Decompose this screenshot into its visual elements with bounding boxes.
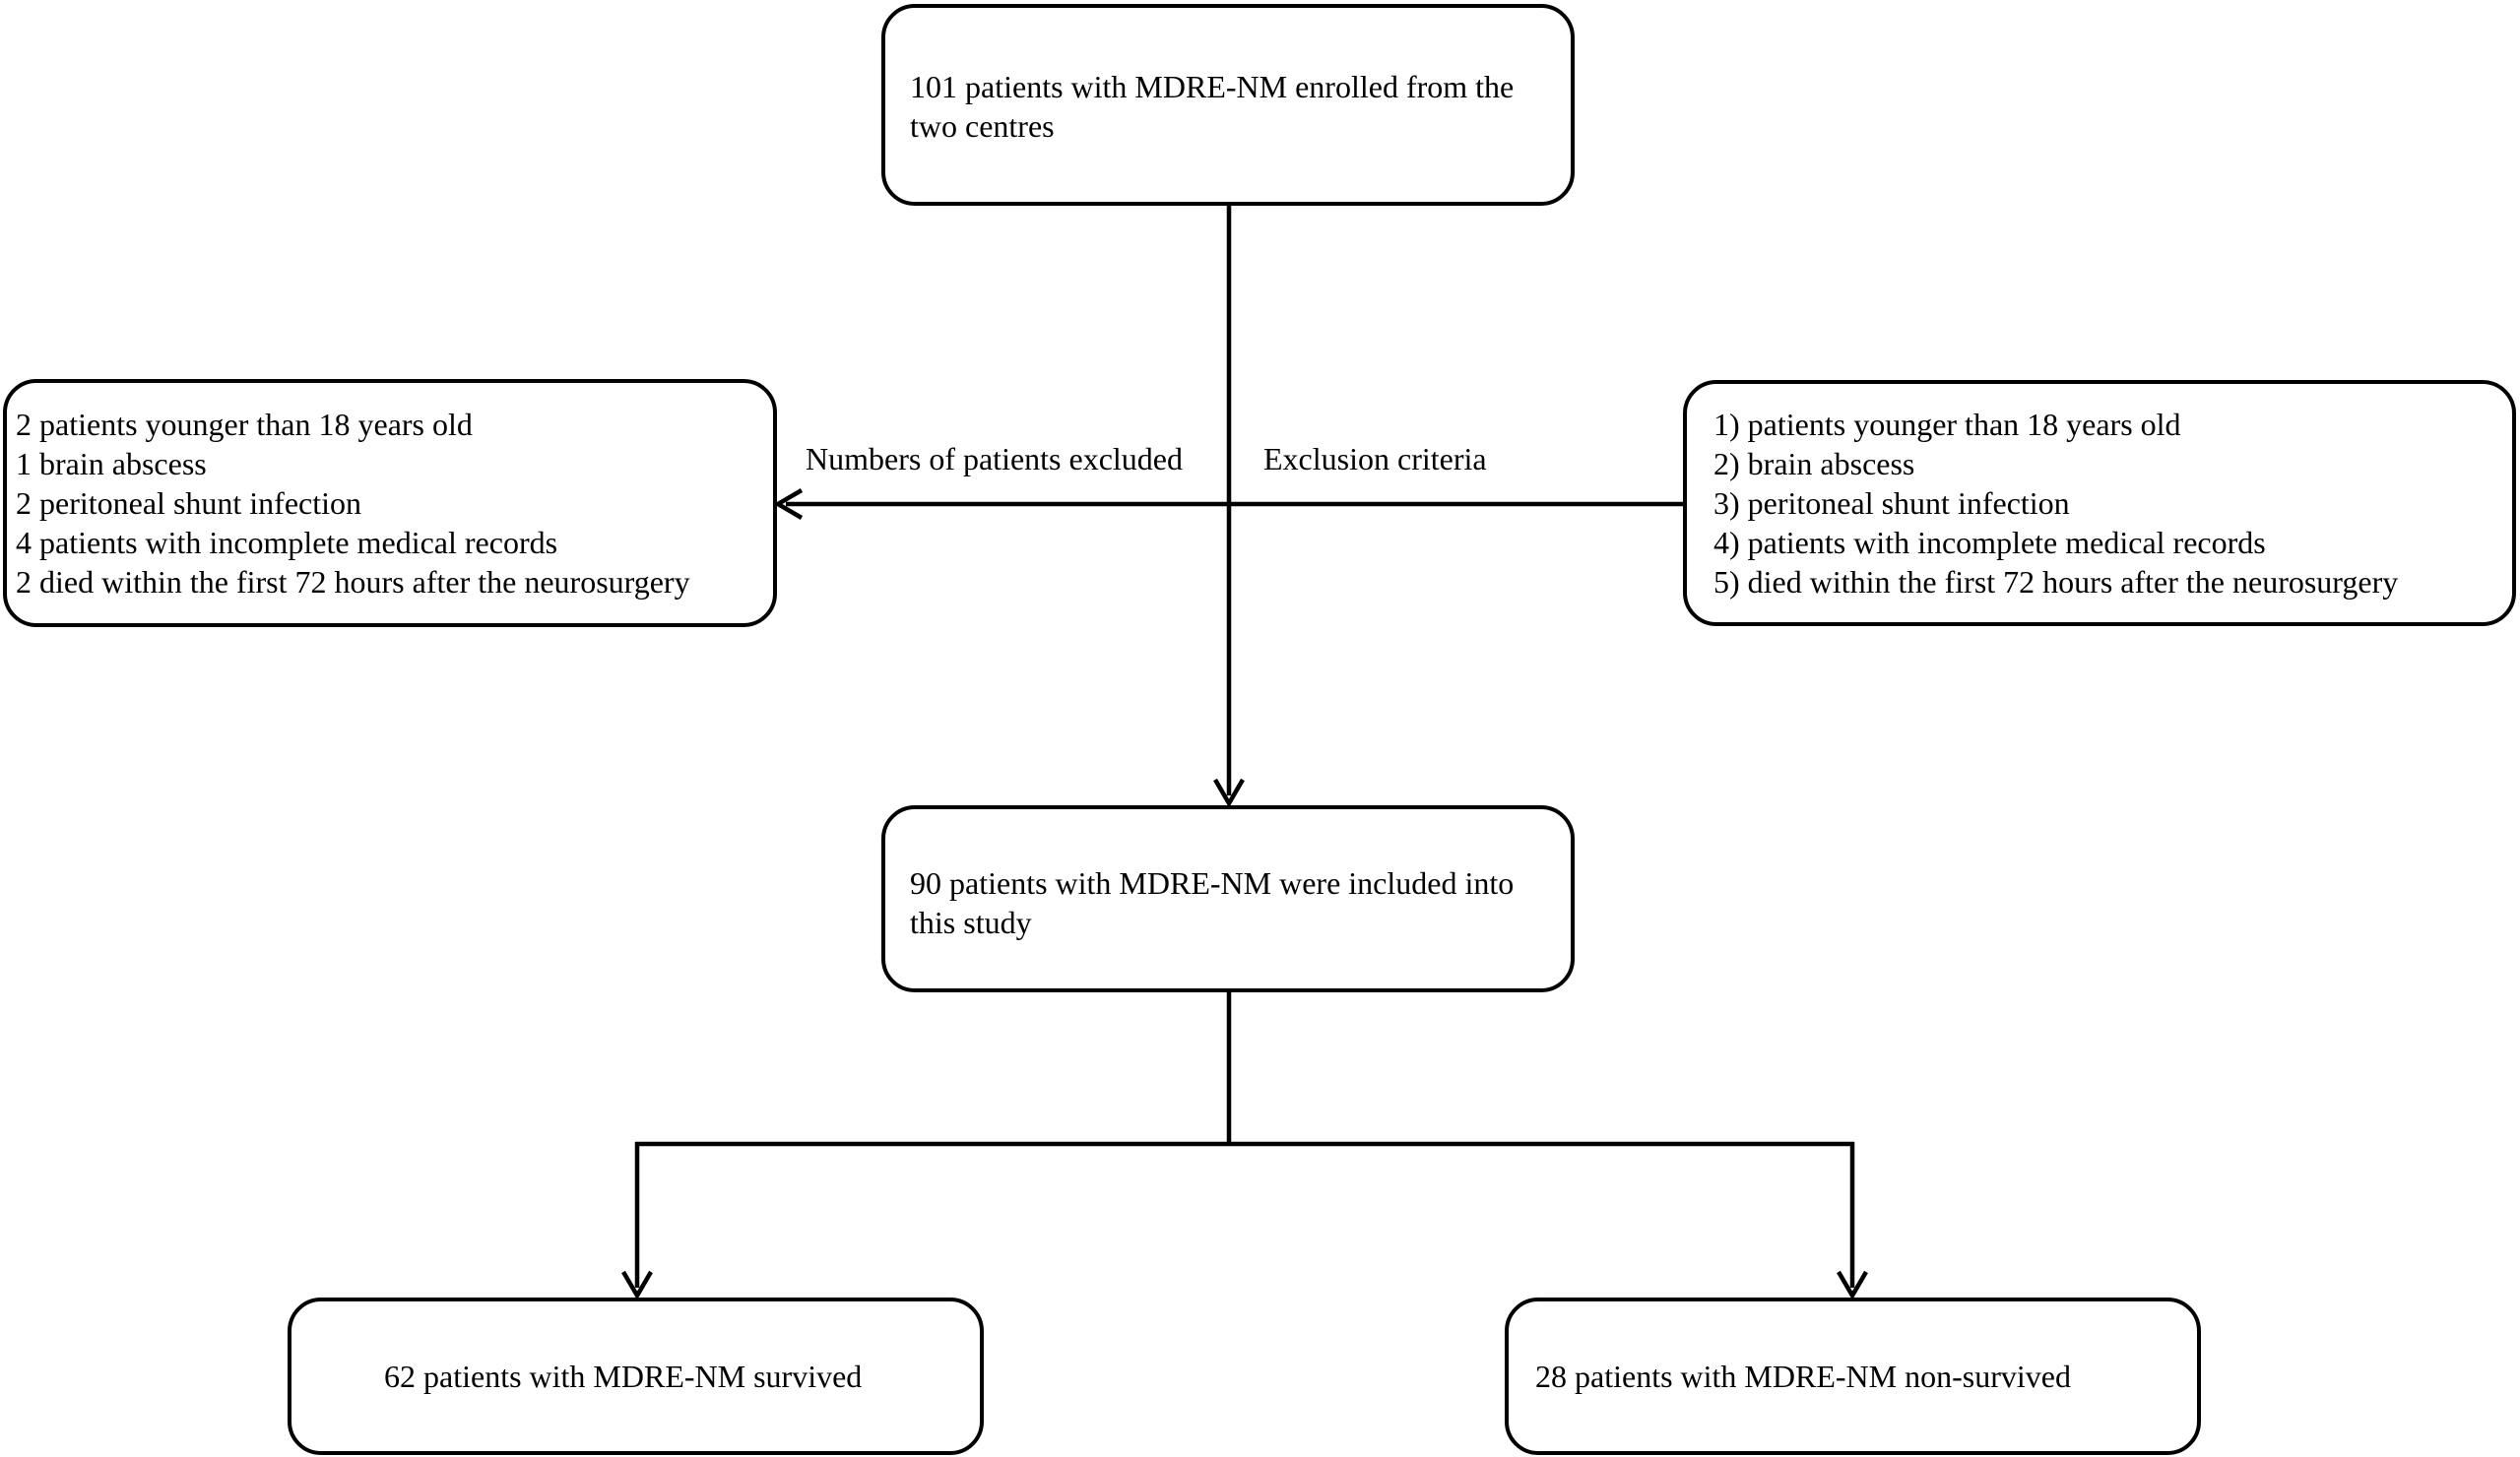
arrowhead-excluded: [773, 488, 804, 520]
enrolled-line-2: two centres: [910, 108, 1055, 144]
criteria-label: Exclusion criteria: [1263, 441, 1487, 476]
criteria-item-1: 1) patients younger than 18 years old: [1713, 407, 2181, 442]
excluded-count-2: 1 brain abscess: [16, 446, 207, 481]
excluded-count-5: 2 died within the first 72 hours after t…: [16, 564, 690, 600]
enrolled-line-1: 101 patients with MDRE-NM enrolled from …: [910, 69, 1515, 104]
enrolled-box: 101 patients with MDRE-NM enrolled from …: [881, 4, 1575, 206]
survived-line: 62 patients with MDRE-NM survived: [384, 1359, 863, 1394]
criteria-item-3: 3) peritoneal shunt infection: [1713, 485, 2070, 521]
excluded-counts-box: 2 patients younger than 18 years old 1 b…: [3, 379, 777, 627]
criteria-item-2: 2) brain abscess: [1713, 446, 1915, 481]
arrowhead-non-survived: [1837, 1270, 1868, 1300]
non-survived-line: 28 patients with MDRE-NM non-survived: [1535, 1359, 2071, 1394]
criteria-item-4: 4) patients with incomplete medical reco…: [1713, 525, 2266, 560]
excluded-label: Numbers of patients excluded: [806, 441, 1183, 476]
excluded-count-3: 2 peritoneal shunt infection: [16, 485, 362, 521]
arrowhead-survived: [621, 1270, 653, 1300]
exclusion-criteria-box: 1) patients younger than 18 years old 2)…: [1683, 380, 2516, 626]
included-line-1: 90 patients with MDRE-NM were included i…: [910, 865, 1515, 901]
survived-box: 62 patients with MDRE-NM survived: [288, 1298, 984, 1455]
included-line-2: this study: [910, 905, 1032, 940]
excluded-count-1: 2 patients younger than 18 years old: [16, 407, 473, 442]
non-survived-box: 28 patients with MDRE-NM non-survived: [1505, 1298, 2201, 1455]
included-box: 90 patients with MDRE-NM were included i…: [881, 805, 1575, 992]
arrowhead-included: [1213, 778, 1245, 808]
criteria-item-5: 5) died within the first 72 hours after …: [1713, 564, 2399, 600]
excluded-count-4: 4 patients with incomplete medical recor…: [16, 525, 558, 560]
